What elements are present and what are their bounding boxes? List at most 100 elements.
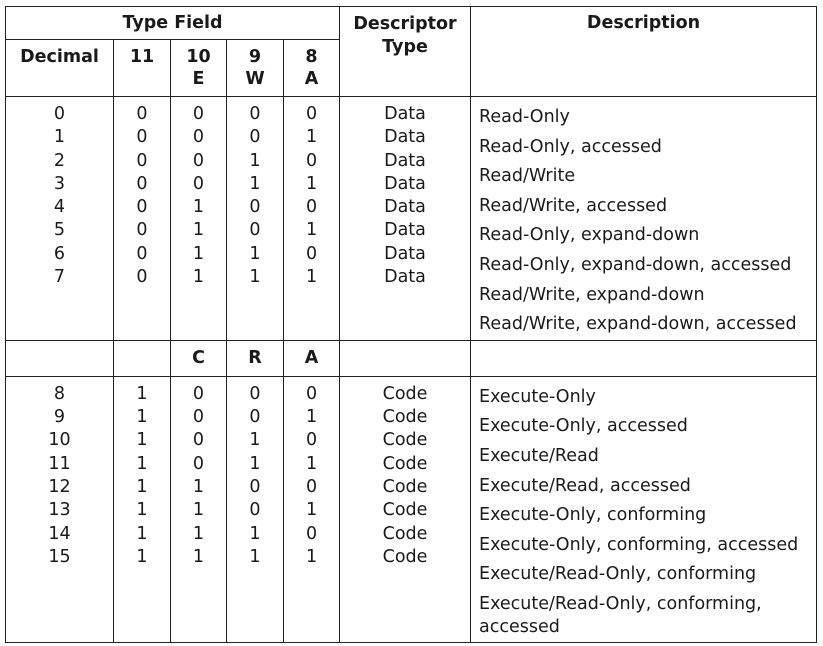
decimal-value: 7 bbox=[53, 267, 66, 288]
bit-value: 1 bbox=[249, 150, 261, 171]
description-value: Execute-Only, accessed bbox=[479, 416, 688, 437]
description-value: Read/Write, expand-down, accessed bbox=[479, 314, 797, 335]
descriptor-type-value: Data bbox=[384, 220, 426, 241]
description-value: Read-Only, expand-down, accessed bbox=[479, 254, 792, 275]
description-value: Execute-Only bbox=[479, 386, 596, 407]
bit-value: 0 bbox=[136, 127, 148, 148]
descriptor-type-value: Code bbox=[382, 546, 428, 567]
bit-value: 0 bbox=[305, 430, 318, 451]
bit-value: 0 bbox=[192, 150, 205, 171]
bit-value: 1 bbox=[305, 546, 318, 567]
bit-value: 1 bbox=[249, 267, 261, 288]
bit-value: 0 bbox=[249, 476, 261, 497]
bit-value: 0 bbox=[136, 150, 148, 171]
bit-value: 0 bbox=[249, 500, 261, 521]
bit-value: 1 bbox=[305, 407, 318, 428]
bit-value: 1 bbox=[305, 173, 318, 194]
bit-value: 1 bbox=[192, 267, 205, 288]
decimal-value: 12 bbox=[48, 476, 71, 497]
bit-value: 1 bbox=[136, 500, 148, 521]
bit-value: 0 bbox=[249, 407, 261, 428]
decimal-value: 13 bbox=[48, 500, 71, 521]
code-bit10-label: C bbox=[170, 339, 227, 377]
bit-value: 0 bbox=[136, 104, 148, 124]
description-header: Description bbox=[470, 6, 818, 97]
bit-value: 1 bbox=[192, 523, 205, 544]
description-value: Execute/Read-Only, conforming bbox=[479, 564, 757, 585]
bit-value: 1 bbox=[192, 220, 205, 241]
bit-value: 1 bbox=[136, 546, 148, 567]
descriptor-type-value: Code bbox=[382, 476, 428, 497]
bit-value: 0 bbox=[305, 197, 318, 218]
bit-value: 1 bbox=[192, 197, 205, 218]
description-line: accessed bbox=[479, 616, 560, 637]
decimal-value: 4 bbox=[53, 197, 66, 218]
description-line: Execute/Read-Only, conforming, bbox=[479, 593, 762, 614]
description-value: Execute/Read bbox=[479, 445, 599, 466]
bit11-header: 11 bbox=[113, 39, 171, 97]
descriptor-type-value: Data bbox=[384, 104, 426, 124]
bit-value: 1 bbox=[305, 220, 318, 241]
bit-value: 1 bbox=[192, 476, 205, 497]
bit-value: 1 bbox=[136, 453, 148, 474]
description-value: Read-Only, accessed bbox=[479, 136, 662, 157]
bit-value: 0 bbox=[136, 197, 148, 218]
bit-value: 1 bbox=[249, 523, 261, 544]
decimal-value: 15 bbox=[48, 546, 71, 567]
bit-value: 0 bbox=[136, 220, 148, 241]
descriptor-type-value: Data bbox=[384, 173, 426, 194]
bit-value: 1 bbox=[192, 500, 205, 521]
decimal-value: 0 bbox=[53, 104, 66, 124]
code-type-blank bbox=[339, 339, 472, 377]
decimal-value: 14 bbox=[48, 523, 71, 544]
bit-value: 1 bbox=[136, 430, 148, 451]
bit-value: 1 bbox=[136, 476, 148, 497]
bit-value: 0 bbox=[305, 523, 318, 544]
bit-value: 0 bbox=[249, 383, 261, 404]
code-bit11-blank bbox=[113, 339, 171, 377]
description-value: Read-Only bbox=[479, 107, 570, 127]
decimal-value: 5 bbox=[53, 220, 66, 241]
bit-value: 1 bbox=[136, 407, 148, 428]
bit-value: 0 bbox=[305, 476, 318, 497]
description-value: Read/Write, expand-down bbox=[479, 284, 705, 305]
bit-value: 1 bbox=[305, 500, 318, 521]
descriptor-type-value: Data bbox=[384, 197, 426, 218]
descriptor-type-value: Code bbox=[382, 407, 428, 428]
bit-value: 0 bbox=[192, 104, 205, 124]
decimal-value: 6 bbox=[53, 243, 66, 264]
decimal-value: 3 bbox=[53, 173, 66, 194]
bit-value: 0 bbox=[192, 127, 205, 148]
decimal-value: 11 bbox=[48, 453, 71, 474]
descriptor-type-value: Code bbox=[382, 430, 428, 451]
bit-value: 0 bbox=[192, 383, 205, 404]
bit-value: 0 bbox=[305, 243, 318, 264]
description-value: Execute/Read, accessed bbox=[479, 475, 691, 496]
bit-value: 1 bbox=[249, 546, 261, 567]
bit-value: 1 bbox=[305, 267, 318, 288]
bit-value: 0 bbox=[192, 173, 205, 194]
descriptor-type-value: Code bbox=[382, 523, 428, 544]
descriptor-type-value: Data bbox=[384, 243, 426, 264]
code-decimal-blank bbox=[5, 339, 114, 377]
code-bit9-label: R bbox=[226, 339, 284, 377]
bit-value: 1 bbox=[136, 523, 148, 544]
decimal-value: 9 bbox=[53, 407, 66, 428]
descriptor-type-value: Data bbox=[384, 267, 426, 288]
descriptor-type-value: Code bbox=[382, 500, 428, 521]
description-value: Execute/Read-Only, conforming,accessed bbox=[471, 590, 816, 639]
bit-value: 1 bbox=[305, 127, 318, 148]
bit-value: 1 bbox=[136, 383, 148, 404]
